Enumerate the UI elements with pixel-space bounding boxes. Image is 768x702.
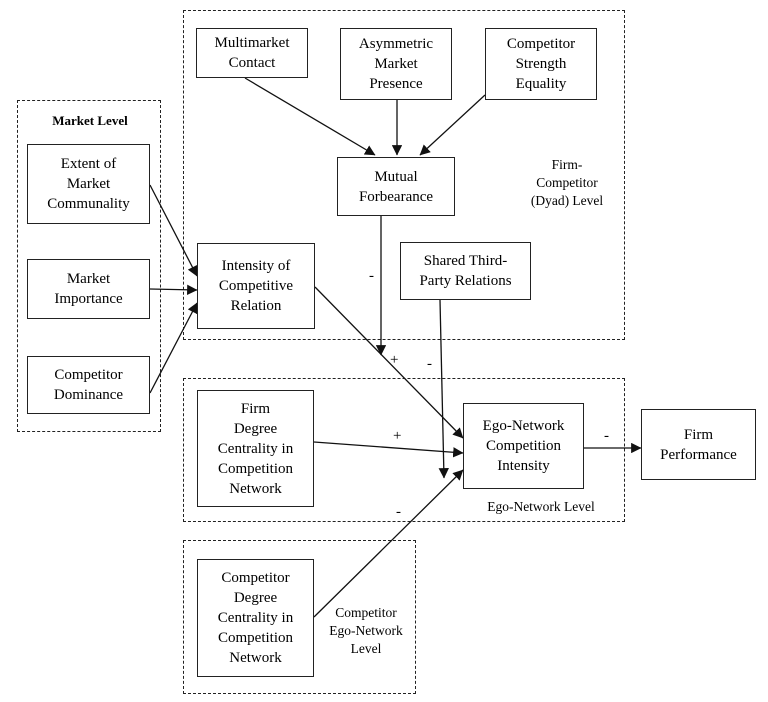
sign-third-party-to-ego: - (427, 356, 432, 372)
node-firm-degree-centrality: Firm Degree Centrality in Competition Ne… (197, 390, 314, 507)
sign-forbearance-to-intensity: - (369, 268, 374, 284)
edge-competitor-centrality-to-ego (313, 469, 464, 618)
edge-importance-to-intensity (149, 284, 198, 295)
sign-competitor-centrality-to-ego: - (396, 504, 401, 520)
node-intensity-of-competitive-relation: Intensity of Competitive Relation (197, 243, 315, 329)
market-level-group (17, 100, 161, 432)
sign-firm-centrality-to-ego: + (393, 428, 402, 444)
node-competitor-degree-centrality: Competitor Degree Centrality in Competit… (197, 559, 314, 677)
node-extent-of-market-communality: Extent of Market Communality (27, 144, 150, 224)
edge-multimarket-to-forbearance (244, 77, 376, 156)
node-mutual-forbearance: Mutual Forbearance (337, 157, 455, 216)
edge-intensity-to-ego (314, 286, 464, 439)
edge-strength-to-forbearance (419, 94, 486, 156)
edge-third-party-to-ego (438, 299, 449, 479)
competitor-ego-network-level-label: Competitor Ego-Network Level (329, 605, 403, 656)
ego-network-level-label: Ego-Network Level (487, 499, 595, 514)
sign-forbearance-to-ego: + (390, 352, 399, 368)
node-asymmetric-market-presence: Asymmetric Market Presence (340, 28, 452, 100)
edge-dominance-to-intensity (149, 302, 198, 394)
node-market-importance: Market Importance (27, 259, 150, 319)
sign-ego-to-performance: - (604, 428, 609, 444)
node-competitor-dominance: Competitor Dominance (27, 356, 150, 414)
dyad-level-label: Firm- Competitor (Dyad) Level (530, 157, 604, 208)
node-ego-network-competition-intensity: Ego-Network Competition Intensity (463, 403, 584, 489)
dyad-level-group (183, 10, 625, 340)
node-firm-performance: Firm Performance (641, 409, 756, 480)
edge-communality-to-intensity (149, 184, 198, 277)
edge-firm-centrality-to-ego (313, 441, 464, 458)
node-shared-third-party-relations: Shared Third- Party Relations (400, 242, 531, 300)
market-level-label: Market Level (52, 113, 128, 128)
node-multimarket-contact: Multimarket Contact (196, 28, 308, 78)
competitor-ego-network-level-group (183, 540, 416, 694)
node-competitor-strength-equality: Competitor Strength Equality (485, 28, 597, 100)
